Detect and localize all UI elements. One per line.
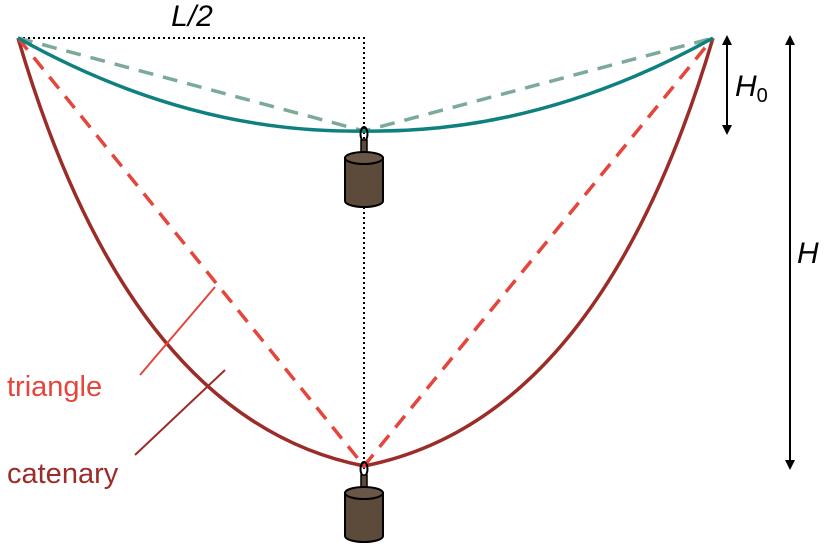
- hanging-weight-icon: [344, 126, 384, 208]
- shallow-catenary-curve: [17, 36, 714, 133]
- sag-small-subscript: 0: [757, 85, 768, 107]
- triangle-leader-line: [139, 286, 216, 376]
- catenary-leader-line: [134, 369, 226, 456]
- half-span-label: L/2: [171, 0, 213, 33]
- catenary-curve: [16, 37, 715, 468]
- shallow-triangle-dashed-line: [17, 36, 714, 133]
- sag-large-label: H: [797, 237, 819, 270]
- catenary-label: catenary: [7, 458, 119, 490]
- half-span-guide-line: [18, 37, 365, 470]
- triangle-label: triangle: [7, 371, 102, 403]
- sag-small-base: H: [735, 70, 757, 103]
- triangle-dashed-line: [16, 36, 715, 469]
- sag-small-label: H0: [735, 70, 768, 107]
- hanging-weight-icon: [344, 461, 384, 543]
